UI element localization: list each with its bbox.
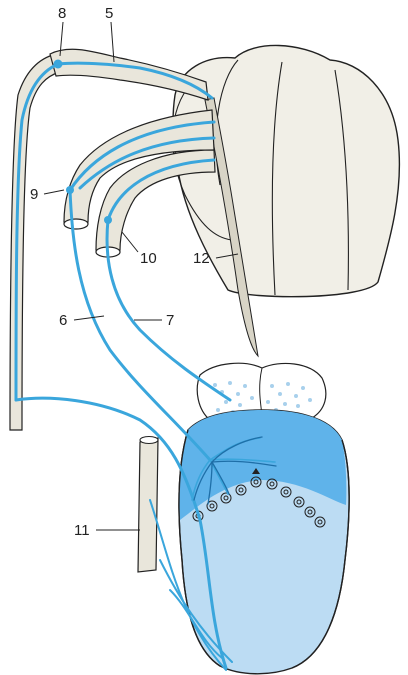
root-9-end [64, 219, 88, 229]
sheath-nerve-11 [138, 438, 158, 572]
label-12: 12 [193, 250, 210, 267]
ganglion-10 [104, 216, 112, 224]
nerve-11-top [140, 437, 158, 444]
sheath-top-5 [50, 49, 208, 100]
label-6: 6 [59, 312, 67, 329]
label-10: 10 [140, 250, 157, 267]
leader-9 [44, 190, 64, 194]
label-9: 9 [30, 186, 38, 203]
label-8: 8 [58, 5, 66, 22]
label-11: 11 [74, 522, 90, 539]
leader-10 [122, 232, 138, 252]
leader-6 [74, 316, 104, 320]
label-5: 5 [105, 5, 113, 22]
label-7: 7 [166, 312, 174, 329]
ganglion-8 [54, 60, 63, 69]
ganglion-9 [66, 186, 74, 194]
tongue [179, 363, 349, 674]
